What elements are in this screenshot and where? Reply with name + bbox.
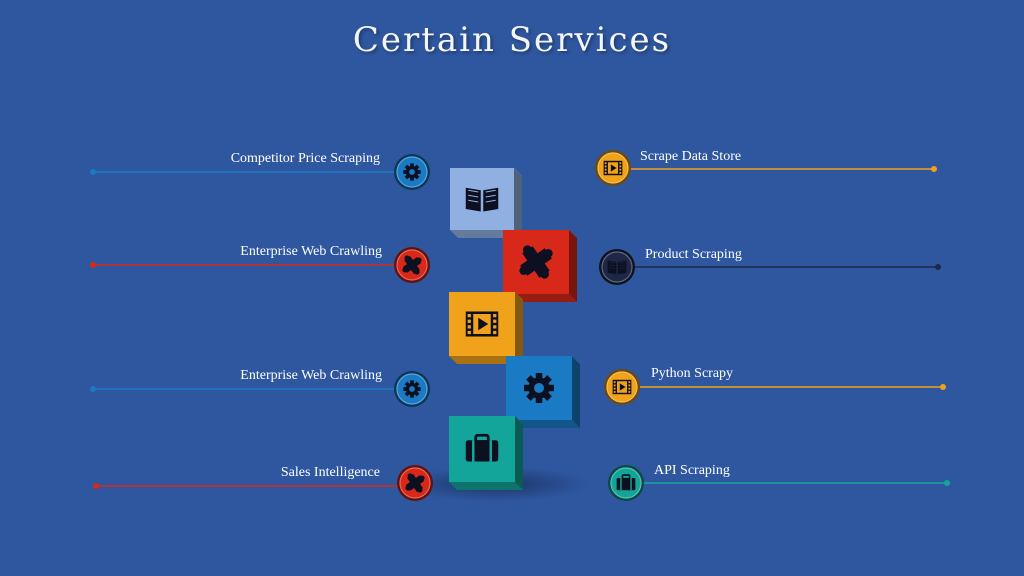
connector-dot-7 [940, 384, 946, 390]
briefcase-icon [616, 474, 636, 491]
puzzle-icon [519, 245, 553, 279]
service-label-2: Enterprise Web Crawling [240, 244, 382, 259]
book-icon [465, 187, 499, 212]
service-label-5: Scrape Data Store [640, 149, 742, 164]
gear-icon [403, 163, 421, 181]
service-label-3: Enterprise Web Crawling [240, 368, 382, 383]
puzzle-icon [405, 473, 425, 493]
book-icon [607, 260, 627, 275]
film-icon [612, 379, 632, 395]
service-node-5 [595, 150, 631, 186]
service-node-4 [397, 465, 433, 501]
service-node-1 [394, 154, 430, 190]
service-label-8: API Scraping [654, 463, 730, 478]
cube-3 [449, 292, 523, 364]
gear-icon [524, 373, 554, 403]
service-node-7 [604, 369, 640, 405]
connector-dot-3 [90, 386, 96, 392]
cube-4 [506, 356, 580, 428]
briefcase-icon [465, 433, 499, 462]
service-label-1: Competitor Price Scraping [230, 151, 380, 166]
slide-title: Certain Services [352, 20, 672, 60]
service-label-4: Sales Intelligence [280, 465, 380, 480]
cube-2 [503, 230, 577, 302]
service-node-3 [394, 371, 430, 407]
connector-dot-1 [90, 169, 96, 175]
service-node-6 [599, 249, 635, 285]
connector-dot-2 [90, 262, 96, 268]
gear-icon [403, 380, 421, 398]
service-node-8 [608, 465, 644, 501]
service-label-6: Product Scraping [645, 247, 742, 262]
cube-5 [449, 416, 523, 490]
film-icon [465, 311, 499, 337]
service-node-2 [394, 247, 430, 283]
connector-dot-5 [931, 166, 937, 172]
connector-dot-4 [93, 483, 99, 489]
puzzle-icon [402, 255, 422, 275]
connector-dot-8 [944, 480, 950, 486]
service-label-7: Python Scrapy [651, 366, 734, 381]
cube-1 [450, 168, 522, 238]
connector-dot-6 [935, 264, 941, 270]
film-icon [603, 160, 623, 176]
